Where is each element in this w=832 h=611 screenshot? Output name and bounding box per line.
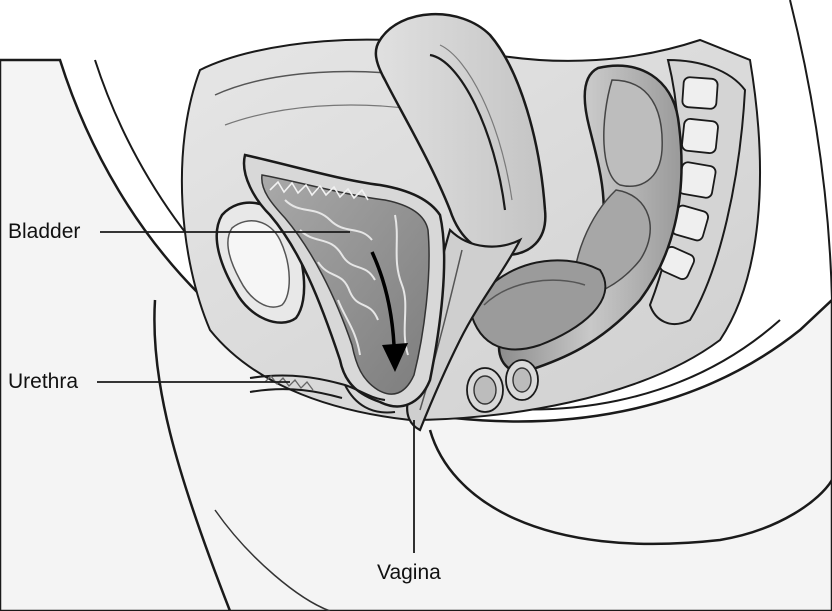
bladder-label: Bladder	[8, 221, 80, 242]
vagina-label: Vagina	[377, 562, 441, 583]
urethra-label: Urethra	[8, 371, 78, 392]
